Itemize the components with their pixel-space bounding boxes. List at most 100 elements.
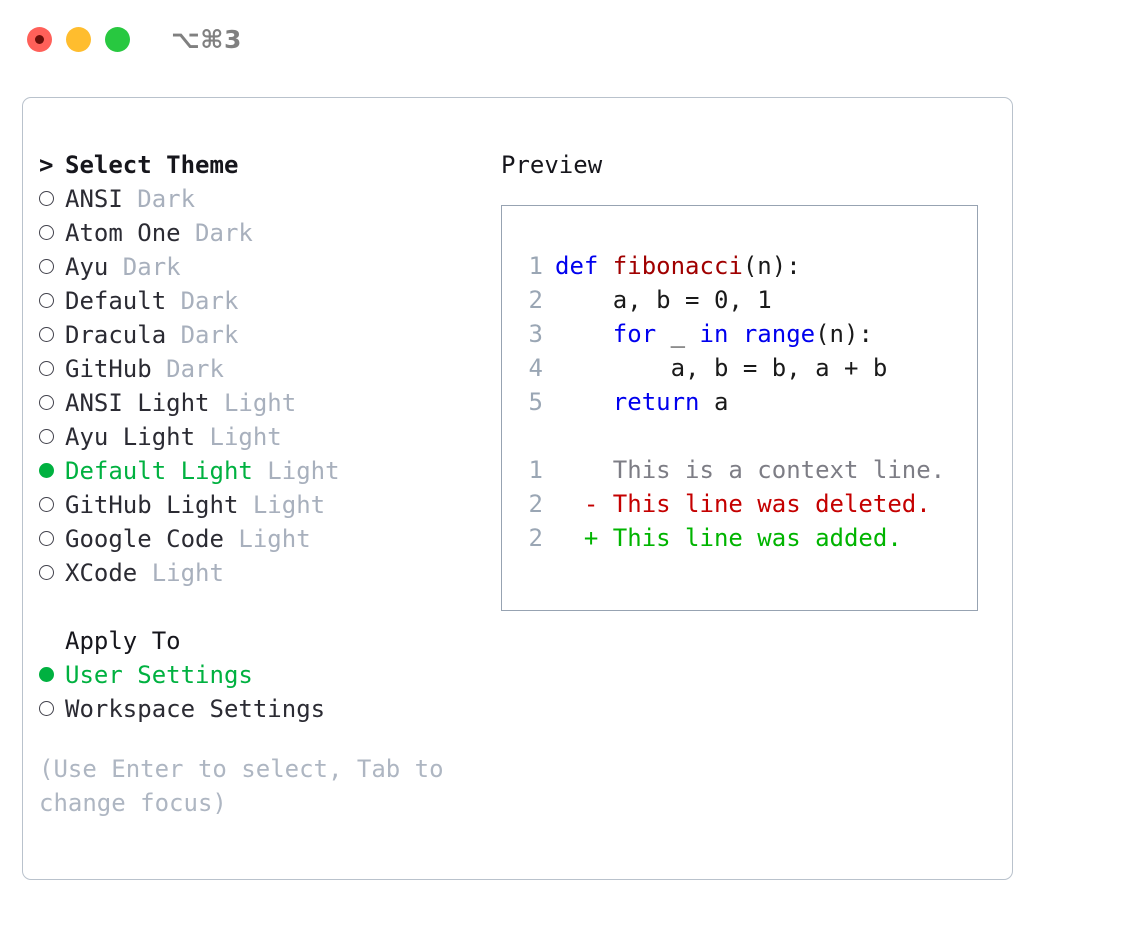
theme-kind-label: Dark	[122, 185, 196, 213]
radio-selected-icon[interactable]	[39, 454, 65, 488]
radio-dot	[39, 327, 54, 342]
select-theme-header: > Select Theme	[39, 148, 489, 182]
code-token: a	[699, 388, 729, 416]
theme-kind-label: Dark	[108, 253, 181, 281]
apply-to-option[interactable]: User Settings	[39, 658, 489, 692]
radio-unselected-icon[interactable]	[39, 556, 65, 590]
code-line-text: def fibonacci(n):	[555, 249, 801, 283]
theme-name: XCode	[65, 559, 138, 587]
radio-dot	[39, 191, 54, 206]
code-token: _	[670, 320, 700, 348]
radio-unselected-icon[interactable]	[39, 318, 65, 352]
diff-line: 2 + This line was added.	[513, 521, 973, 555]
line-number: 5	[528, 388, 543, 416]
code-line: 3 for _ in range(n):	[513, 317, 973, 351]
code-token: for	[612, 320, 671, 348]
radio-unselected-icon[interactable]	[39, 284, 65, 318]
keyboard-shortcut-label: ⌥⌘3	[171, 24, 242, 54]
radio-unselected-icon[interactable]	[39, 182, 65, 216]
list-gap	[39, 590, 489, 624]
radio-dot	[39, 293, 54, 308]
theme-list-item[interactable]: Ayu Dark	[39, 250, 489, 284]
code-line-text: for _ in range(n):	[555, 317, 873, 351]
theme-kind-label: Dark	[166, 321, 239, 349]
theme-name: Default	[65, 287, 167, 315]
radio-dot	[39, 429, 54, 444]
radio-unselected-icon[interactable]	[39, 250, 65, 284]
minimize-button[interactable]	[66, 26, 91, 52]
theme-kind-label: Light	[209, 389, 297, 417]
theme-kind-label: Dark	[151, 355, 224, 383]
code-line: 4 a, b = b, a + b	[513, 351, 973, 385]
theme-kind-label: Light	[195, 423, 282, 451]
theme-name: Ayu	[65, 253, 109, 281]
code-line: 2 a, b = 0, 1	[513, 283, 973, 317]
code-token	[555, 388, 613, 416]
maximize-button[interactable]	[105, 26, 130, 52]
radio-dot	[39, 463, 54, 478]
apply-to-indent	[39, 624, 65, 658]
theme-list-item[interactable]: ANSI Light Light	[39, 386, 489, 420]
radio-unselected-icon[interactable]	[39, 488, 65, 522]
theme-list-item[interactable]: Default Dark	[39, 284, 489, 318]
preview-title: Preview	[501, 151, 603, 179]
theme-list-item[interactable]: Google Code Light	[39, 522, 489, 556]
theme-list-item[interactable]: GitHub Light Light	[39, 488, 489, 522]
diff-line-text: This is a context line.	[555, 456, 946, 484]
apply-to-label: Apply To	[65, 627, 181, 655]
radio-dot	[39, 497, 54, 512]
radio-unselected-icon[interactable]	[39, 420, 65, 454]
code-line-text: a, b = b, a + b	[555, 351, 888, 385]
code-token: range	[742, 320, 816, 348]
close-button[interactable]	[27, 26, 52, 52]
theme-list-item[interactable]: Atom One Dark	[39, 216, 489, 250]
theme-list-item[interactable]: Default Light Light	[39, 454, 489, 488]
line-number: 2	[528, 286, 543, 314]
theme-name: Ayu Light	[65, 423, 196, 451]
theme-kind-label: Light	[252, 457, 340, 485]
radio-unselected-icon[interactable]	[39, 692, 65, 726]
radio-unselected-icon[interactable]	[39, 386, 65, 420]
diff-line: 1 This is a context line.	[513, 453, 973, 487]
title-bar: ⌥⌘3	[0, 0, 1140, 78]
radio-dot	[39, 565, 54, 580]
diff-line-text: + This line was added.	[555, 524, 902, 552]
code-token: (n):	[742, 252, 801, 280]
radio-dot	[39, 395, 54, 410]
theme-list-item[interactable]: Dracula Dark	[39, 318, 489, 352]
theme-list-item[interactable]: Ayu Light Light	[39, 420, 489, 454]
radio-unselected-icon[interactable]	[39, 216, 65, 250]
radio-unselected-icon[interactable]	[39, 522, 65, 556]
theme-name: ANSI Light	[65, 389, 210, 417]
apply-to-option-label: User Settings	[65, 661, 253, 689]
theme-name: Atom One	[65, 219, 181, 247]
line-number: 2	[528, 524, 543, 552]
line-number: 4	[528, 354, 543, 382]
theme-name: GitHub	[65, 355, 152, 383]
apply-to-option-label: Workspace Settings	[65, 695, 326, 723]
theme-kind-label: Light	[238, 491, 326, 519]
apply-to-option[interactable]: Workspace Settings	[39, 692, 489, 726]
theme-name: Google Code	[65, 525, 224, 553]
radio-unselected-icon[interactable]	[39, 352, 65, 386]
window-controls	[27, 26, 130, 52]
theme-list-item[interactable]: ANSI Dark	[39, 182, 489, 216]
diff-line-text: - This line was deleted.	[555, 490, 931, 518]
radio-selected-icon[interactable]	[39, 658, 65, 692]
line-number: 1	[528, 456, 543, 484]
theme-name: Dracula	[65, 321, 167, 349]
code-line-text: return a	[555, 385, 729, 419]
line-number: 3	[528, 320, 543, 348]
theme-name: ANSI	[65, 185, 123, 213]
theme-list-item[interactable]: XCode Light	[39, 556, 489, 590]
code-token	[555, 320, 613, 348]
radio-dot	[39, 701, 54, 716]
theme-list-item[interactable]: GitHub Dark	[39, 352, 489, 386]
